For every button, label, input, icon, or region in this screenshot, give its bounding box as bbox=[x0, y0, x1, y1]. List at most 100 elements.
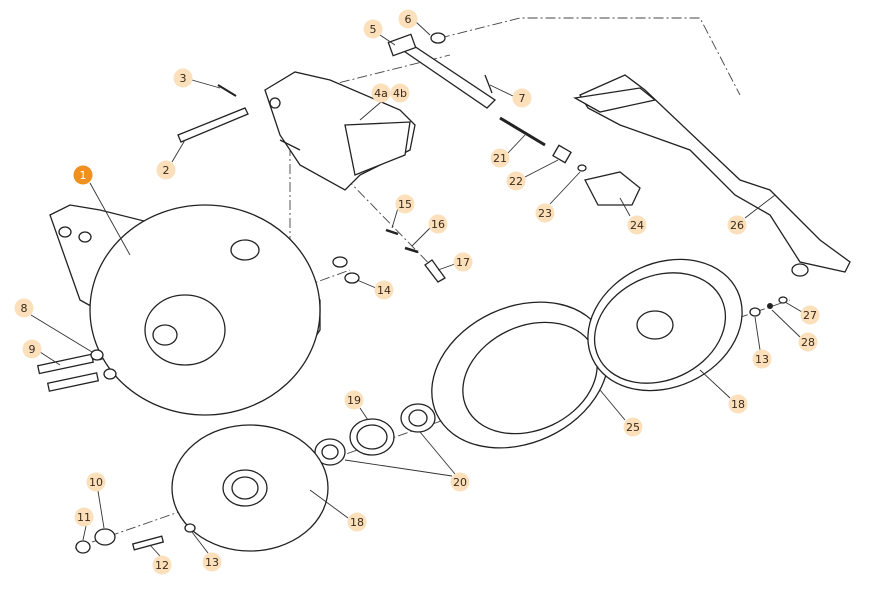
callout-1: 1 bbox=[73, 165, 93, 185]
callout-label: 13 bbox=[755, 353, 769, 366]
callout-badge bbox=[535, 203, 555, 223]
callout-label: 1 bbox=[80, 169, 87, 182]
callout-label: 7 bbox=[519, 92, 526, 105]
callout-label: 21 bbox=[493, 152, 507, 165]
callout-27: 27 bbox=[800, 305, 820, 325]
callout-badge bbox=[22, 339, 42, 359]
callout-label: 27 bbox=[803, 309, 817, 322]
callout-label: 4b bbox=[393, 87, 407, 100]
callout-badge bbox=[395, 194, 415, 214]
callout-label: 14 bbox=[377, 284, 391, 297]
callout-5: 5 bbox=[363, 19, 383, 39]
callout-label: 11 bbox=[77, 511, 91, 524]
parts-21-24 bbox=[499, 116, 641, 206]
callout-4b: 4b bbox=[390, 83, 410, 103]
callout-label: 6 bbox=[405, 13, 412, 26]
callout-label: 17 bbox=[456, 256, 470, 269]
callout-badge bbox=[800, 305, 820, 325]
callout-6: 6 bbox=[398, 9, 418, 29]
callout-21: 21 bbox=[490, 148, 510, 168]
callout-label: 16 bbox=[431, 218, 445, 231]
callout-label: 8 bbox=[21, 302, 28, 315]
callout-badge bbox=[728, 394, 748, 414]
callout-28: 28 bbox=[798, 332, 818, 352]
callout-badge bbox=[73, 165, 93, 185]
callout-badge bbox=[363, 19, 383, 39]
callout-badge bbox=[86, 472, 106, 492]
part-1-housing bbox=[49, 204, 321, 416]
callout-badge bbox=[798, 332, 818, 352]
callout-19: 19 bbox=[344, 390, 364, 410]
part-26-arm bbox=[573, 74, 851, 277]
callout-label: 24 bbox=[630, 219, 644, 232]
leader-lines bbox=[30, 21, 803, 557]
callout-badge bbox=[627, 215, 647, 235]
callout-label: 23 bbox=[538, 207, 552, 220]
callout-8: 8 bbox=[14, 298, 34, 318]
callout-4a: 4a bbox=[371, 83, 391, 103]
callout-badge bbox=[347, 512, 367, 532]
callout-badge bbox=[344, 390, 364, 410]
callout-badge bbox=[173, 68, 193, 88]
callout-badge bbox=[156, 160, 176, 180]
part-18-rear-flange bbox=[587, 258, 743, 392]
callout-label: 18 bbox=[350, 516, 364, 529]
callout-badge bbox=[512, 88, 532, 108]
callout-10: 10 bbox=[86, 472, 106, 492]
callout-7: 7 bbox=[512, 88, 532, 108]
callout-13: 13 bbox=[202, 552, 222, 572]
parts-19-20-bearings bbox=[314, 403, 436, 466]
callout-badge bbox=[453, 252, 473, 272]
callout-badge bbox=[390, 83, 410, 103]
callout-25: 25 bbox=[623, 417, 643, 437]
callout-badge bbox=[74, 507, 94, 527]
parts-8-9-14-fasteners bbox=[36, 256, 360, 392]
callout-badge bbox=[506, 171, 526, 191]
callout-18: 18 bbox=[347, 512, 367, 532]
callout-badge bbox=[398, 9, 418, 29]
callout-badge bbox=[490, 148, 510, 168]
callout-16: 16 bbox=[428, 214, 448, 234]
callout-badge bbox=[727, 215, 747, 235]
callout-26: 26 bbox=[727, 215, 747, 235]
callout-label: 18 bbox=[731, 398, 745, 411]
part-5-shaft bbox=[387, 32, 497, 109]
callout-label: 2 bbox=[163, 164, 170, 177]
callout-12: 12 bbox=[152, 555, 172, 575]
callout-label: 26 bbox=[730, 219, 744, 232]
parts-2-3-pins bbox=[177, 84, 249, 143]
callout-badge bbox=[371, 83, 391, 103]
callout-label: 22 bbox=[509, 175, 523, 188]
callout-badge bbox=[374, 280, 394, 300]
callout-24: 24 bbox=[627, 215, 647, 235]
callout-badge bbox=[202, 552, 222, 572]
callout-label: 12 bbox=[155, 559, 169, 572]
callout-3: 3 bbox=[173, 68, 193, 88]
callout-label: 10 bbox=[89, 476, 103, 489]
part-18-front-hub bbox=[75, 424, 329, 554]
callout-label: 19 bbox=[347, 394, 361, 407]
callout-14: 14 bbox=[374, 280, 394, 300]
callout-17: 17 bbox=[453, 252, 473, 272]
callout-22: 22 bbox=[506, 171, 526, 191]
callout-badge bbox=[450, 472, 470, 492]
callout-label: 13 bbox=[205, 556, 219, 569]
callout-badge bbox=[428, 214, 448, 234]
callout-label: 9 bbox=[29, 343, 36, 356]
callout-23: 23 bbox=[535, 203, 555, 223]
callout-13: 13 bbox=[752, 349, 772, 369]
callout-badge bbox=[623, 417, 643, 437]
callout-label: 15 bbox=[398, 198, 412, 211]
callout-label: 25 bbox=[626, 421, 640, 434]
callout-9: 9 bbox=[22, 339, 42, 359]
parts-13-27-28 bbox=[749, 296, 788, 317]
callout-2: 2 bbox=[156, 160, 176, 180]
part-25-tire bbox=[431, 301, 609, 449]
callout-label: 28 bbox=[801, 336, 815, 349]
callout-badge bbox=[14, 298, 34, 318]
callout-20: 20 bbox=[450, 472, 470, 492]
callout-18: 18 bbox=[728, 394, 748, 414]
callout-label: 4a bbox=[374, 87, 388, 100]
